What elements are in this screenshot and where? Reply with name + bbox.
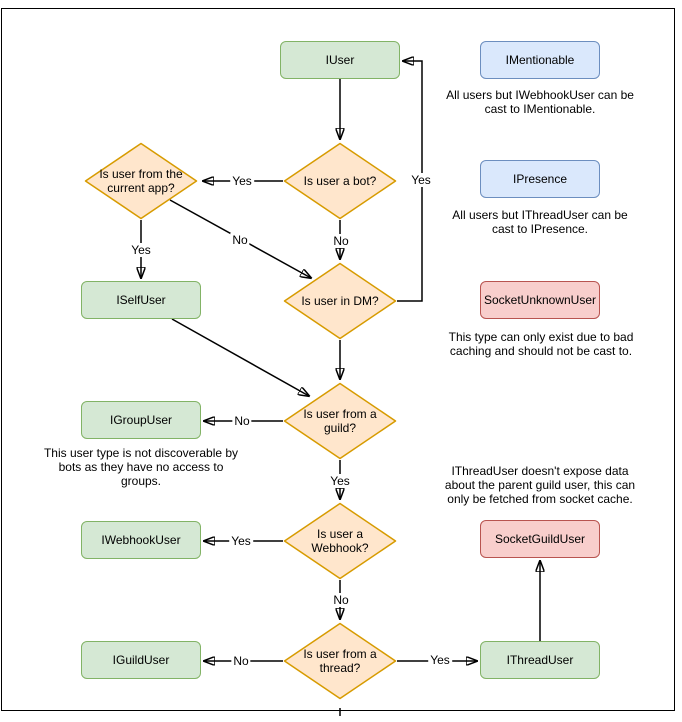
decision-is-guild-label: Is user from a guild?	[303, 407, 377, 435]
node-ipresence: IPresence	[480, 160, 600, 198]
node-iuser-label: IUser	[325, 53, 355, 67]
node-iuser: IUser	[280, 41, 400, 79]
note-presence: All users but IThreadUser can be cast to…	[452, 208, 628, 236]
node-imentionable: IMentionable	[480, 41, 600, 79]
decision-is-guild: Is user from a guild?	[283, 382, 397, 460]
decision-is-thread-label: Is user from a thread?	[303, 647, 377, 675]
edge-label-dm-yes: Yes	[409, 173, 433, 187]
node-socketguilduser-label: SocketGuildUser	[494, 532, 586, 546]
decision-is-current-app-label: Is user from the current app?	[99, 167, 183, 195]
decision-is-webhook: Is user a Webhook?	[283, 502, 397, 580]
node-igroupuser: IGroupUser	[81, 401, 201, 439]
decision-is-webhook-label: Is user a Webhook?	[311, 527, 369, 555]
decision-is-current-app: Is user from the current app?	[84, 142, 198, 220]
note-mentionable: All users but IWebhookUser can be cast t…	[446, 88, 634, 116]
edge-label-app-yes: Yes	[129, 243, 153, 257]
decision-is-bot-label: Is user a bot?	[303, 174, 377, 188]
note-thread-user: IThreadUser doesn't expose data about th…	[444, 464, 636, 506]
node-iselfuser: ISelfUser	[81, 281, 201, 319]
diamond-shape	[84, 142, 198, 220]
note-group-user: This user type is not discoverable by bo…	[43, 446, 239, 488]
node-iguilduser-label: IGuildUser	[112, 653, 170, 667]
node-socketunknownuser: SocketUnknownUser	[480, 281, 600, 319]
node-ithreaduser: IThreadUser	[480, 641, 600, 679]
edge-iselfuser-to-isguild	[171, 318, 309, 396]
diamond-shape	[283, 502, 397, 580]
node-iwebhookuser: IWebhookUser	[81, 521, 201, 559]
edge-label-guild-yes: Yes	[328, 474, 352, 488]
node-iguilduser: IGuildUser	[81, 641, 201, 679]
edge-label-webhook-yes: Yes	[229, 534, 253, 548]
note-unknown-user: This type can only exist due to bad cach…	[448, 330, 634, 358]
edge-label-guild-no: No	[232, 414, 252, 428]
edge-label-bot-no: No	[331, 234, 351, 248]
diamond-shape	[283, 262, 397, 340]
decision-is-dm: Is user in DM?	[283, 262, 397, 340]
decision-is-thread: Is user from a thread?	[283, 622, 397, 700]
diamond-shape	[283, 382, 397, 460]
node-iselfuser-label: ISelfUser	[116, 293, 166, 307]
node-imentionable-label: IMentionable	[505, 53, 575, 67]
diamond-shape	[283, 142, 397, 220]
node-iwebhookuser-label: IWebhookUser	[101, 533, 181, 547]
decision-is-bot: Is user a bot?	[283, 142, 397, 220]
node-ithreaduser-label: IThreadUser	[506, 653, 574, 667]
node-igroupuser-label: IGroupUser	[109, 413, 173, 427]
edge-label-webhook-no: No	[331, 593, 351, 607]
edge-label-bot-yes: Yes	[230, 174, 254, 188]
edge-label-thread-yes: Yes	[428, 653, 452, 667]
decision-is-dm-label: Is user in DM?	[301, 294, 379, 308]
edge-label-app-no: No	[230, 233, 250, 247]
node-socketguilduser: SocketGuildUser	[480, 520, 600, 558]
diamond-shape	[283, 622, 397, 700]
node-ipresence-label: IPresence	[512, 172, 568, 186]
node-socketunknownuser-label: SocketUnknownUser	[483, 293, 597, 307]
edge-label-thread-no: No	[231, 654, 251, 668]
